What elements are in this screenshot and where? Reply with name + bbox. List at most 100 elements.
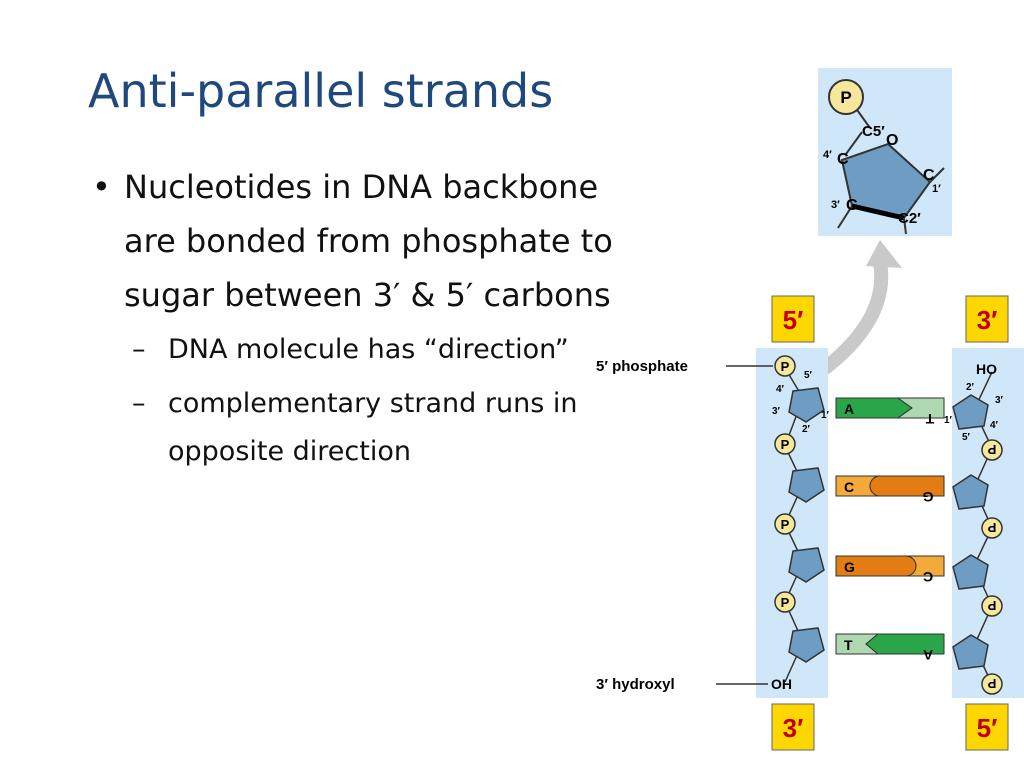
c5-bond xyxy=(845,131,863,155)
carbon-label: 4′ xyxy=(990,420,999,431)
phosphate-label: P xyxy=(987,676,996,691)
cytosine-base xyxy=(905,555,945,577)
inset-c4-atom: C xyxy=(837,151,849,168)
left-phosphate xyxy=(774,355,796,377)
sub-bullet-marker: – xyxy=(132,334,146,365)
zoom-arrow xyxy=(815,240,902,378)
carbon-label: 4′ xyxy=(776,384,785,395)
left-phosphate xyxy=(774,591,796,613)
phosphate-label: P xyxy=(781,517,790,532)
left-phosphate xyxy=(774,433,796,455)
right-phosphate xyxy=(981,517,1003,539)
oh-label: OH xyxy=(771,676,792,692)
inset-c1-prime: 1′ xyxy=(932,183,941,195)
inset-oxygen-label: O xyxy=(886,132,898,149)
right-sugar xyxy=(952,554,989,590)
ho-label: HO xyxy=(976,361,997,377)
bullet-main: • Nucleotides in DNA backbone are bonded… xyxy=(88,160,728,322)
carbon-label: 2′ xyxy=(802,424,811,435)
inset-c4-prime: 4′ xyxy=(823,149,832,161)
base-pair: T A xyxy=(835,633,945,663)
c1-bond xyxy=(929,167,945,183)
c3-bond xyxy=(837,205,853,229)
badge-left-top: 5′ xyxy=(771,295,815,343)
carbon-label: 3′ xyxy=(995,395,1004,406)
zoom-arrow-shaft xyxy=(815,260,889,378)
bullet-list: • Nucleotides in DNA backbone are bonded… xyxy=(88,160,728,476)
left-sugar xyxy=(788,467,825,503)
badge-box xyxy=(771,295,815,343)
slide-title: Anti-parallel strands xyxy=(88,64,554,118)
base-label-right: T xyxy=(925,411,934,427)
inset-c3-prime: 3′ xyxy=(831,199,840,211)
c2-bond xyxy=(903,217,907,235)
right-sugar xyxy=(952,474,989,510)
inset-c5-label: C5′ xyxy=(862,123,885,140)
sub-bullet-complementary: – complementary strand runs in opposite … xyxy=(88,380,728,476)
phosphate-label: P xyxy=(987,520,996,535)
inset-phosphate-label: P xyxy=(840,88,851,107)
phosphate-label: P xyxy=(781,595,790,610)
sub-bullet-direction: – DNA molecule has “direction” xyxy=(88,326,728,374)
inset-c1-atom: C xyxy=(923,167,935,184)
base-label-right: C xyxy=(923,569,933,585)
phosphate-label: P xyxy=(987,598,996,613)
phosphate-label: P xyxy=(781,437,790,452)
base-label-left: A xyxy=(844,401,854,417)
sub-bullet-line: opposite direction xyxy=(168,436,411,467)
bullet-line: Nucleotides in DNA backbone xyxy=(124,168,599,206)
bullet-line: are bonded from phosphate to xyxy=(124,222,613,260)
base-label-left: G xyxy=(844,559,855,575)
base-pair: C G xyxy=(835,475,945,505)
badge-box xyxy=(965,295,1009,343)
bullet-line: sugar between 3′ & 5′ carbons xyxy=(124,276,611,314)
left-sugar xyxy=(788,547,825,583)
left-sugar xyxy=(788,387,825,423)
inset-c2-label: C2′ xyxy=(898,210,921,227)
badge-text: 3′ xyxy=(783,713,804,743)
hydroxyl-end-label: 3′ hydroxyl xyxy=(596,676,675,693)
base-label-left: C xyxy=(844,479,854,495)
badge-left-bottom: 3′ xyxy=(771,703,815,751)
badge-text: 3′ xyxy=(977,305,998,335)
base-pair: A T xyxy=(835,397,945,427)
adenine-base xyxy=(865,633,945,655)
right-phosphate xyxy=(981,673,1003,695)
carbon-label: 1′ xyxy=(944,415,953,426)
badge-text: 5′ xyxy=(977,713,998,743)
guanine-base xyxy=(869,475,945,497)
carbon-label: 5′ xyxy=(804,370,813,381)
base-label-left: T xyxy=(844,637,853,653)
inset-c3-atom: C xyxy=(846,197,858,214)
zoom-arrow-head xyxy=(866,240,902,268)
phosphate-label: P xyxy=(987,442,996,457)
badge-box xyxy=(771,703,815,751)
phosphate-label: P xyxy=(781,359,790,374)
badge-right-top: 3′ xyxy=(965,295,1009,343)
right-phosphate xyxy=(981,439,1003,461)
bullet-marker: • xyxy=(92,168,111,206)
base-pair: G C xyxy=(835,555,945,585)
sugar-inset: P C5′ O 4′ C C 1′ 3′ C C2′ xyxy=(818,68,952,236)
badge-text: 5′ xyxy=(783,305,804,335)
badge-box xyxy=(965,703,1009,751)
sub-bullet-marker: – xyxy=(132,388,146,419)
carbon-label: 2′ xyxy=(966,382,975,393)
sugar-bond-bold xyxy=(851,203,905,221)
sub-bullet-line: DNA molecule has “direction” xyxy=(168,334,569,365)
thymine-base xyxy=(896,397,945,419)
phosphate-end-label: 5′ phosphate xyxy=(596,358,688,375)
left-sugar xyxy=(788,627,825,663)
left-phosphate xyxy=(774,513,796,535)
right-backbone: P P P P HO 2′ 3′ 1′ 4′ 5′ xyxy=(944,361,1004,695)
right-phosphate xyxy=(981,595,1003,617)
base-label-right: A xyxy=(923,647,933,663)
left-backbone: P P P P OH 5′ 4′ 3′ 1′ 2′ xyxy=(771,355,830,692)
sub-bullet-line: complementary strand runs in xyxy=(168,388,578,419)
badge-right-bottom: 5′ xyxy=(965,703,1009,751)
carbon-label: 1′ xyxy=(821,410,830,421)
carbon-label: 3′ xyxy=(772,406,781,417)
phosphate-circle xyxy=(828,79,864,115)
right-sugar xyxy=(952,394,989,430)
